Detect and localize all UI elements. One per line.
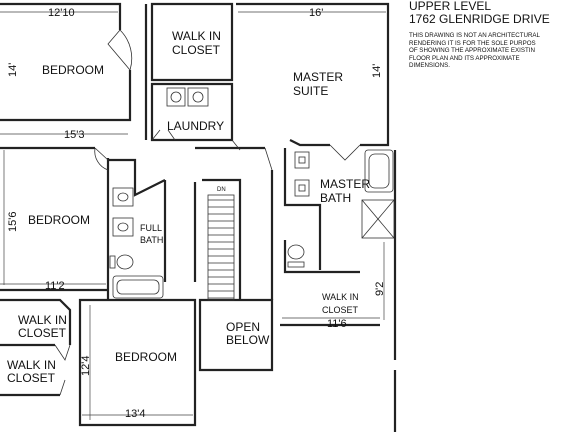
room-labels: BEDROOM WALK IN CLOSET MASTER SUITE LAUN… (7, 29, 370, 385)
dimension-label-wic-right-width: 11'6 (327, 318, 347, 330)
toilet-icon (116, 254, 134, 270)
room-label-master-bath-1: MASTER (320, 177, 370, 191)
dimension-label-top-left-bottom: 15'3 (64, 129, 84, 141)
room-label-laundry: LAUNDRY (167, 119, 224, 133)
toilet-icon (287, 244, 305, 260)
dimension-label-wic-right-height: 9'2 (374, 282, 386, 296)
dimension-label-mid-left-height: 15'6 (7, 212, 19, 232)
fixtures (109, 87, 395, 299)
dimension-label-mid-left-bottom: 11'2 (45, 280, 65, 292)
dimension-label-bottom-bedroom-height: 12'4 (80, 356, 92, 376)
room-label-bedroom-bottom: BEDROOM (115, 350, 177, 364)
doors (54, 29, 361, 396)
plan-address: 1762 GLENRIDGE DRIVE (409, 12, 550, 26)
bathtub-icon (364, 149, 394, 193)
dryer-icon (187, 87, 209, 107)
stair-treads (208, 199, 234, 299)
room-label-walk-in-closet-right-2: CLOSET (322, 305, 359, 315)
room-label-bedroom-mid: BEDROOM (28, 213, 90, 227)
dimension-label-top-left-height: 14' (7, 63, 19, 77)
walls (0, 2, 397, 432)
room-label-master-suite-1: MASTER (293, 70, 343, 84)
disclaimer-line: OF SHOWING THE APPROXIMATE EXISTIN (409, 47, 535, 54)
dimension-label-master-height: 14' (371, 64, 383, 78)
dimension-label-master-width: 16' (309, 7, 323, 19)
sink-icon (294, 151, 310, 169)
dimension-label-bottom-bedroom-width: 13'4 (125, 408, 145, 420)
room-label-walk-in-closet-top-1: WALK IN (172, 29, 221, 43)
room-label-master-suite-2: SUITE (293, 84, 328, 98)
room-label-bedroom-top: BEDROOM (42, 63, 104, 77)
room-label-master-bath-2: BATH (320, 191, 351, 205)
disclaimer-line: THIS DRAWING IS NOT AN ARCHITECTURAL (409, 32, 540, 39)
stair-direction-label: DN (217, 187, 226, 193)
plan-title: UPPER LEVEL (409, 0, 492, 13)
room-label-walk-in-closet-left-lower-2: CLOSET (7, 371, 56, 385)
sink-icon (112, 187, 134, 207)
room-label-full-bath-1: FULL (140, 223, 162, 233)
floor-plan: DN (0, 2, 397, 432)
room-label-walk-in-closet-left-upper-1: WALK IN (18, 313, 67, 327)
room-label-open-below-2: BELOW (226, 333, 270, 347)
staircase: DN (207, 187, 235, 301)
disclaimer-line: DIMENSIONS. (409, 62, 450, 69)
disclaimer: THIS DRAWING IS NOT AN ARCHITECTURAL REN… (409, 32, 576, 70)
title-block: UPPER LEVEL 1762 GLENRIDGE DRIVE THIS DR… (409, 0, 576, 70)
room-label-walk-in-closet-left-upper-2: CLOSET (18, 326, 67, 340)
dimension-label-top-left-width: 12'10 (48, 7, 75, 19)
dimension-lines (0, 11, 386, 420)
room-label-full-bath-2: BATH (140, 235, 163, 245)
room-label-open-below-1: OPEN (226, 320, 260, 334)
washer-icon (166, 87, 186, 107)
dimension-labels: 12'10 14' 15'3 16' 14' 15'6 11'2 9'2 11'… (7, 7, 386, 420)
disclaimer-line: RENDERING IT IS FOR THE SOLE PURPOS (409, 39, 536, 47)
room-label-walk-in-closet-right-1: WALK IN (322, 292, 359, 302)
room-label-walk-in-closet-left-lower-1: WALK IN (7, 358, 56, 372)
disclaimer-line: FLOOR PLAN AND ITS APPROXIMATE (409, 54, 520, 62)
sink-icon (112, 217, 134, 237)
sink-icon (294, 179, 310, 197)
room-label-walk-in-closet-top-2: CLOSET (172, 43, 221, 57)
bathtub-icon (112, 275, 164, 299)
